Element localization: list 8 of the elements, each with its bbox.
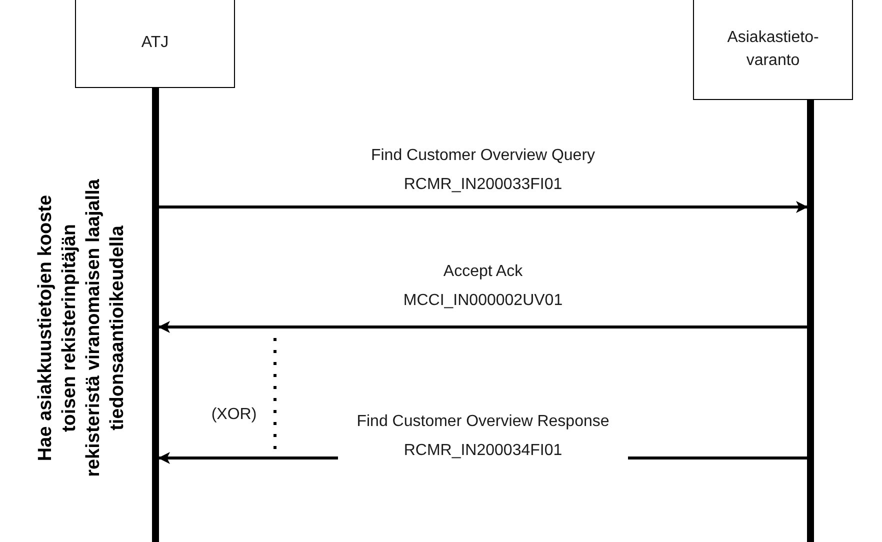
xor-label: (XOR) <box>210 406 258 424</box>
participant-box: Asiakastieto-varanto <box>693 0 853 100</box>
lifeline-bar <box>807 100 814 542</box>
participant-box: ATJ <box>75 0 235 88</box>
message-arrow <box>159 201 808 213</box>
lifeline-bar <box>152 88 159 542</box>
vertical-title: Hae asiakkuustietojen kooste toisen rekisterinpitäjän rekisteristä viranomaisen laajalla tiedonsaantioikeudella <box>34 178 129 479</box>
message-arrow <box>158 321 807 333</box>
